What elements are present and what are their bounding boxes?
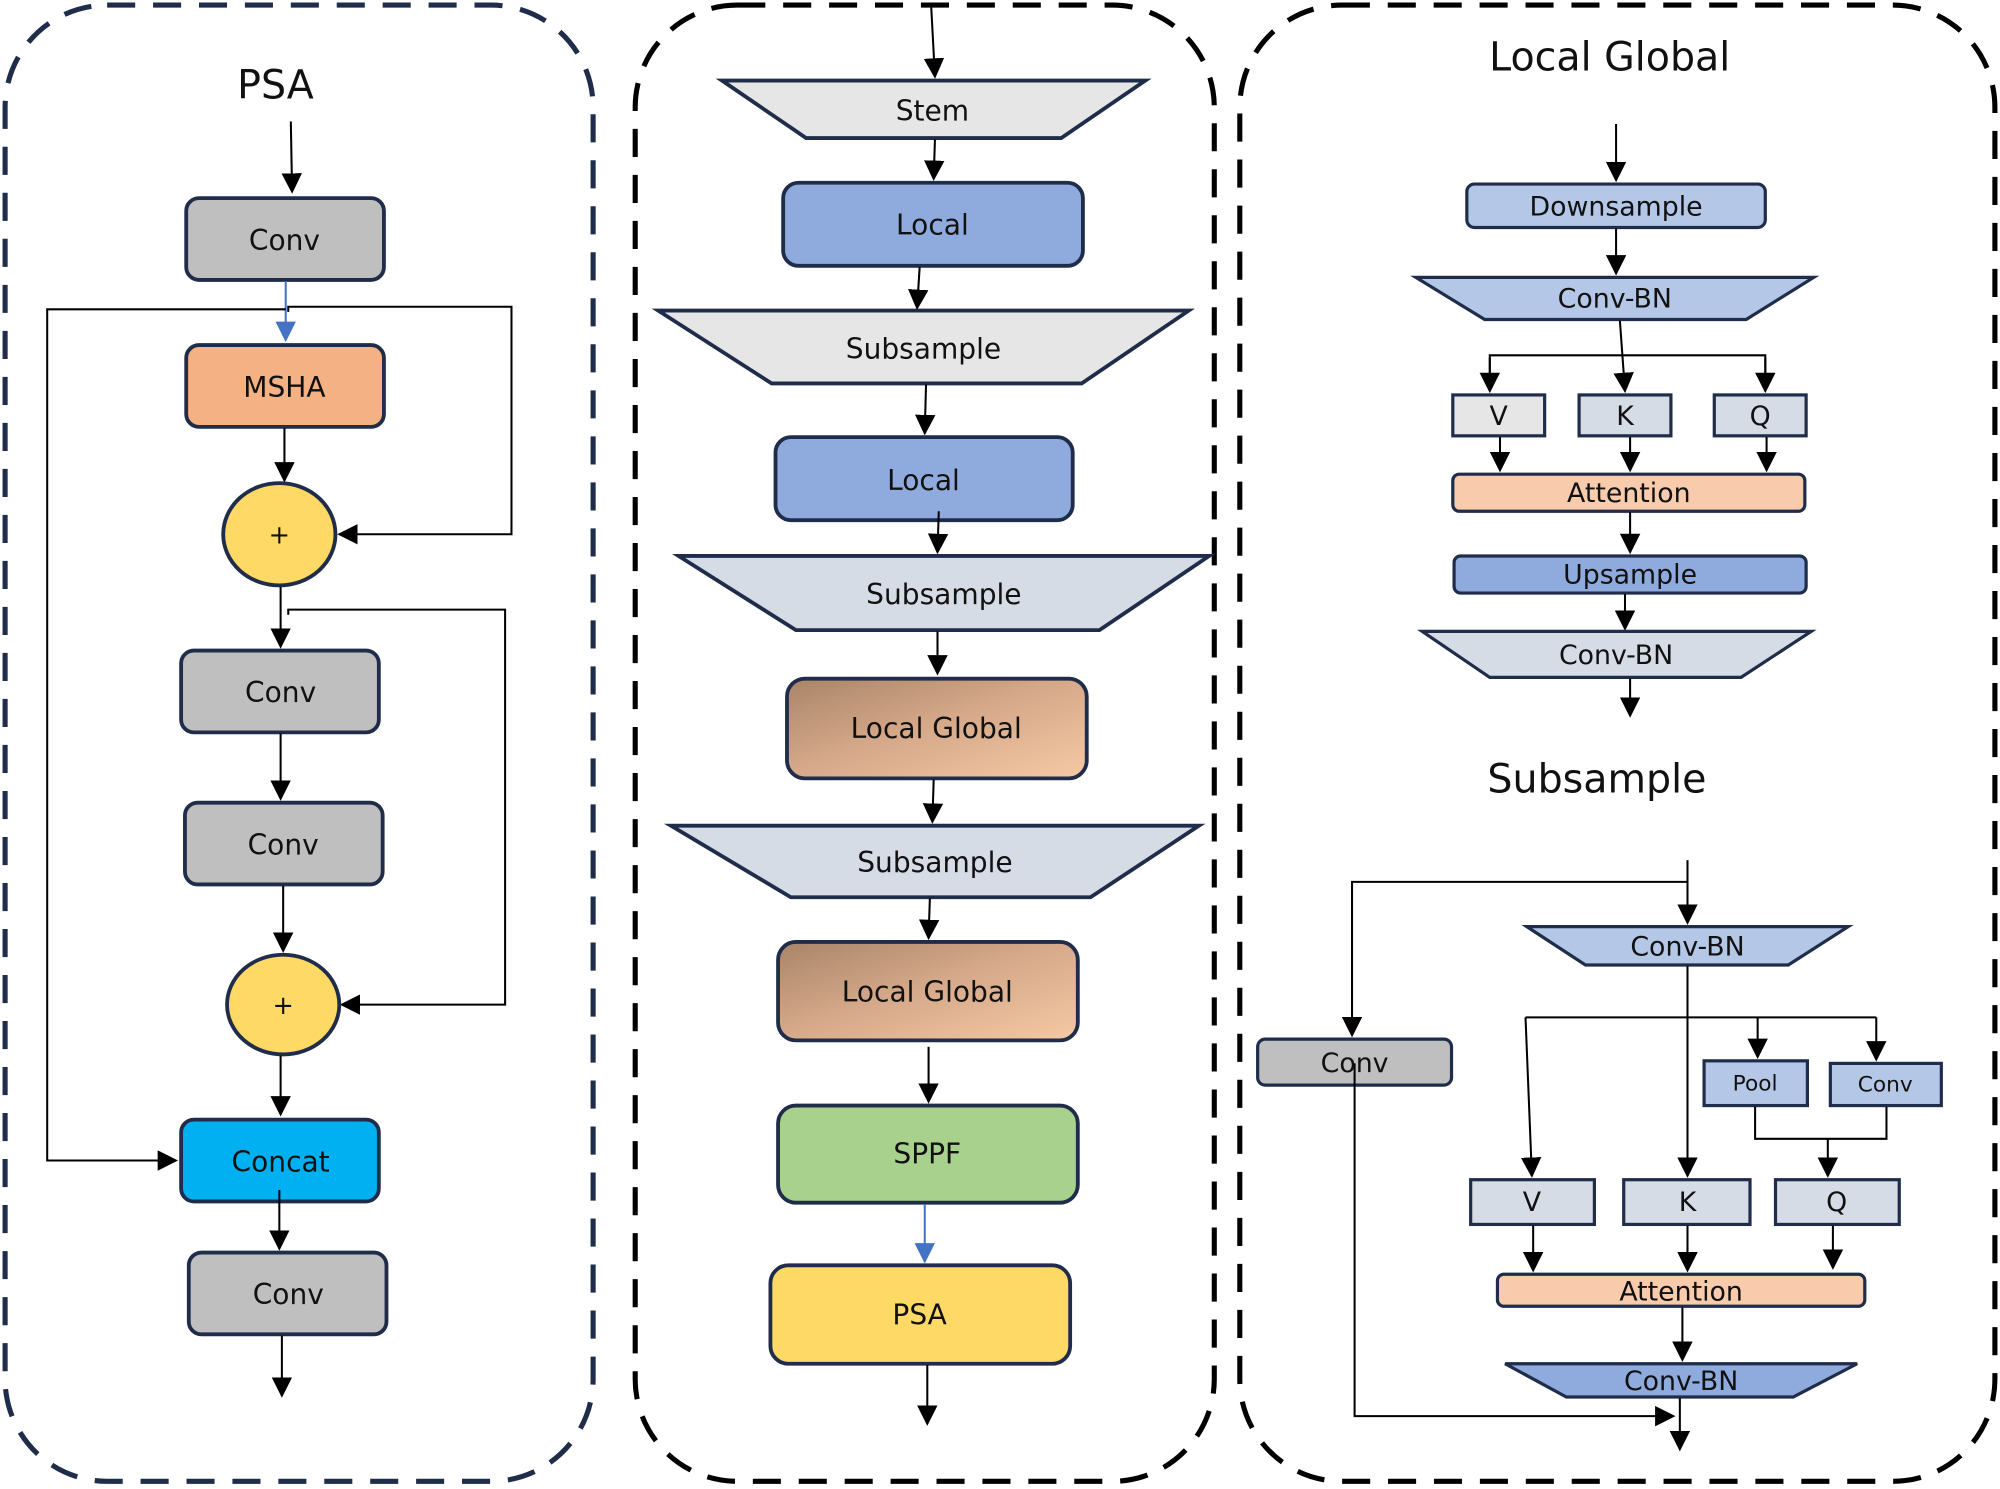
backbone-sppf-block[interactable]: SPPF <box>776 1103 1080 1205</box>
psa-concat-block[interactable]: Concat <box>179 1117 381 1204</box>
backbone-arrow-stem-local <box>924 139 945 181</box>
local-global-title: Local Global <box>1489 34 1730 80</box>
backbone-subsample-block-2[interactable]: Subsample <box>671 554 1216 633</box>
v-label: V <box>1490 401 1509 432</box>
plus-icon: + <box>272 991 293 1021</box>
backbone-subsample-block-3[interactable]: Subsample <box>663 823 1206 900</box>
local-1-label: Local <box>896 208 969 241</box>
detail-panel-border <box>1237 2 1998 1484</box>
q-label: Q <box>1750 401 1771 432</box>
backbone-input-arrow <box>923 5 945 79</box>
ss-pool-block[interactable]: Pool <box>1702 1059 1809 1108</box>
attention-label: Attention <box>1567 478 1691 509</box>
psa-skip-to-add2 <box>287 608 507 1015</box>
psa-conv-3-label: Conv <box>248 828 319 861</box>
downsample-label: Downsample <box>1529 192 1702 223</box>
psa-skip-to-concat <box>46 308 286 1171</box>
localglobal-1-label: Local Global <box>851 712 1022 745</box>
ss-k-label: K <box>1679 1187 1698 1218</box>
lg-k-block[interactable]: K <box>1577 393 1673 438</box>
psa-conv-block-3[interactable]: Conv <box>183 800 385 887</box>
lg-convbn-block-1[interactable]: Conv-BN <box>1410 275 1820 322</box>
subsample-2-label: Subsample <box>866 578 1021 611</box>
backbone-arrow-local2-sub2 <box>927 511 949 555</box>
backbone-local-block-1[interactable]: Local <box>781 180 1085 268</box>
ss-arrow-to-v <box>1520 1017 1542 1178</box>
subsample-1-label: Subsample <box>846 332 1001 365</box>
psa-msha-label: MSHA <box>243 371 325 404</box>
ss-v-label: V <box>1523 1187 1542 1218</box>
lg-v-block[interactable]: V <box>1451 393 1547 438</box>
backbone-stem-block[interactable]: Stem <box>715 78 1152 140</box>
lg-downsample-block[interactable]: Downsample <box>1465 182 1767 230</box>
backbone-arrow-sub3-lg2 <box>918 898 940 941</box>
psa-panel-border <box>2 2 596 1484</box>
psa-input-arrow <box>281 121 302 194</box>
psa-conv-2-label: Conv <box>245 676 316 709</box>
ss-convbn-block-2[interactable]: Conv-BN <box>1504 1362 1858 1399</box>
sppf-label: SPPF <box>893 1138 961 1171</box>
psa-msha-block[interactable]: MSHA <box>184 343 386 429</box>
backbone-local-block-2[interactable]: Local <box>773 435 1075 523</box>
lg-attention-block[interactable]: Attention <box>1451 472 1807 513</box>
local-2-label: Local <box>887 464 960 497</box>
ss-k-block[interactable]: K <box>1622 1178 1752 1227</box>
psa-conv-block-4[interactable]: Conv <box>186 1250 389 1337</box>
ss-convbn-block-1[interactable]: Conv-BN <box>1521 925 1854 967</box>
ss-q-label: Q <box>1826 1187 1847 1218</box>
lg-branch-line <box>1488 354 1767 390</box>
backbone-psa-block[interactable]: PSA <box>768 1263 1073 1366</box>
psa-add-node-2[interactable]: + <box>225 952 342 1057</box>
psa-conv-block-2[interactable]: Conv <box>179 648 381 735</box>
ss-convbn-2-label: Conv-BN <box>1624 1366 1738 1397</box>
lg-upsample-block[interactable]: Upsample <box>1452 554 1808 595</box>
k-label: K <box>1616 401 1635 432</box>
psa-add-node-1[interactable]: + <box>221 481 338 588</box>
pool-label: Pool <box>1733 1071 1778 1096</box>
backbone-subsample-block-1[interactable]: Subsample <box>651 308 1196 386</box>
convbn-1-label: Conv-BN <box>1558 284 1672 315</box>
psa-concat-label: Concat <box>232 1145 330 1178</box>
backbone-arrow-lg1-sub3 <box>922 779 944 824</box>
lg-convbn-block-2[interactable]: Conv-BN <box>1417 629 1817 679</box>
psa-conv-4-label: Conv <box>253 1278 324 1311</box>
subsample-title: Subsample <box>1487 757 1706 803</box>
backbone-panel-border <box>632 2 1217 1484</box>
lg-arrow-to-k <box>1613 320 1634 394</box>
lg-q-block[interactable]: Q <box>1712 393 1808 438</box>
plus-icon: + <box>269 521 290 551</box>
ss-attention-block[interactable]: Attention <box>1495 1272 1867 1308</box>
psa-skip-to-add1 <box>287 305 513 545</box>
ss-skip-to-conv <box>1341 880 1688 1038</box>
ss-skip-to-output <box>1353 1063 1676 1427</box>
ss-merge-pool-conv <box>1754 1106 1888 1140</box>
backbone-localglobal-block-2[interactable]: Local Global <box>776 940 1080 1043</box>
localglobal-2-label: Local Global <box>842 975 1013 1008</box>
psa-conv-1-label: Conv <box>249 224 320 257</box>
ss-convbn-1-label: Conv-BN <box>1630 932 1744 963</box>
ss-conv-small-block[interactable]: Conv <box>1828 1061 1943 1108</box>
backbone-arrow-local-sub1 <box>908 267 929 311</box>
upsample-label: Upsample <box>1563 560 1697 591</box>
stem-label: Stem <box>896 95 969 128</box>
psa-panel-title: PSA <box>237 63 314 109</box>
subsample-3-label: Subsample <box>857 846 1012 879</box>
psa-conv-block-1[interactable]: Conv <box>184 196 386 282</box>
ss-v-block[interactable]: V <box>1469 1178 1596 1227</box>
ss-attention-label: Attention <box>1619 1277 1743 1308</box>
ss-conv-small-label: Conv <box>1858 1073 1913 1098</box>
psa-block-label: PSA <box>892 1299 946 1332</box>
ss-q-block[interactable]: Q <box>1773 1178 1901 1227</box>
backbone-arrow-sub1-local2 <box>915 384 936 436</box>
convbn-2-label: Conv-BN <box>1559 640 1673 671</box>
backbone-localglobal-block-1[interactable]: Local Global <box>785 676 1089 781</box>
